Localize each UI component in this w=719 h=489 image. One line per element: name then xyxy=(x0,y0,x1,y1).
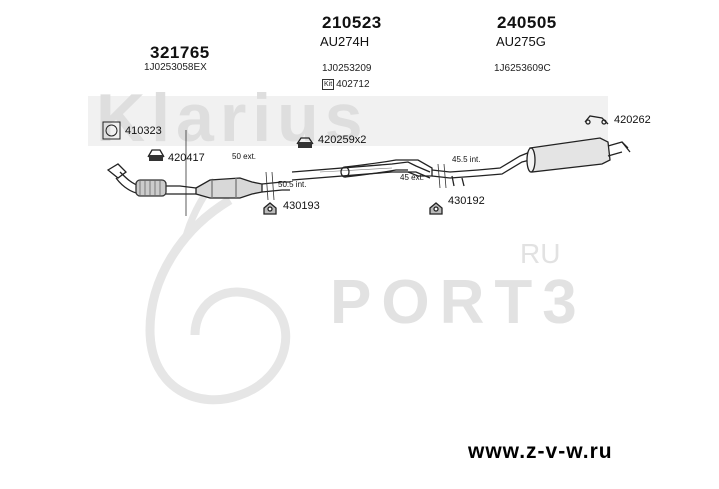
kit-badge: Kit xyxy=(322,79,335,90)
group-3-number: 240505 xyxy=(497,13,557,32)
clamp-icon xyxy=(147,149,165,161)
clamp-icon-2 xyxy=(296,137,314,148)
catalytic-converter-icon xyxy=(195,177,263,199)
watermark-brand: Klarius xyxy=(96,80,369,156)
group-2-alt: AU274H xyxy=(320,34,370,49)
group-2-number: 210523 xyxy=(322,13,382,32)
front-pipe-icon xyxy=(106,163,197,197)
center-silencer-icon xyxy=(291,159,433,181)
int-45-5: 45.5 int. xyxy=(452,155,481,164)
group-1-oe: 1J0253058EX xyxy=(144,62,207,73)
group-1-number: 321765 xyxy=(150,43,210,62)
part-430192: 430192 xyxy=(448,195,485,207)
website-url: www.z-v-w.ru xyxy=(468,440,613,463)
watermark-port3: PORT3 xyxy=(330,268,587,337)
part-410323: 410323 xyxy=(125,125,162,137)
rubber-mount-icon xyxy=(263,202,277,215)
ext-45: 45 ext. xyxy=(400,173,425,182)
watermark-ru: RU xyxy=(520,238,561,269)
group-3-alt: AU275G xyxy=(496,34,546,49)
kit-number: 402712 xyxy=(336,79,370,91)
part-430193: 430193 xyxy=(283,200,320,212)
gasket-icon xyxy=(102,121,121,140)
rubber-mount-icon-2 xyxy=(429,202,443,215)
part-420259: 420259x2 xyxy=(318,134,367,146)
int-50-5: 50.5 int. xyxy=(278,180,307,189)
group-2-oe: 1J0253209 xyxy=(322,63,372,74)
ext-50: 50 ext. xyxy=(232,152,257,161)
group-3-oe: 1J6253609C xyxy=(494,63,551,74)
part-420262: 420262 xyxy=(614,114,651,126)
rear-silencer-icon xyxy=(449,137,631,187)
hanger-bracket-icon xyxy=(584,115,609,125)
part-420417: 420417 xyxy=(168,152,205,164)
